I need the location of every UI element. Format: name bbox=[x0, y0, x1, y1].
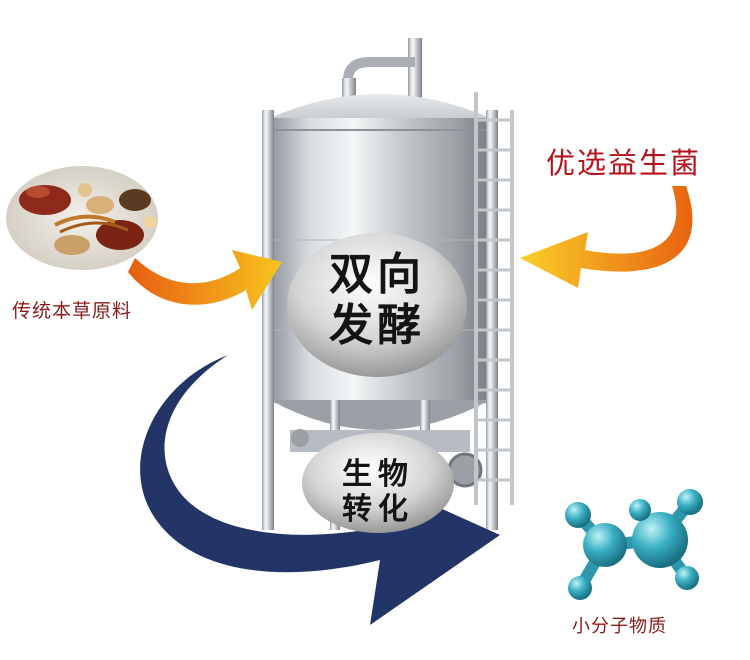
herbs-label: 传统本草原料 bbox=[12, 300, 133, 322]
herbs-image bbox=[6, 166, 158, 270]
probiotics-arrow bbox=[520, 186, 693, 288]
probiotics-label: 优选益生菌 bbox=[546, 146, 702, 180]
bio-badge-text: 生物 转化 bbox=[310, 457, 446, 527]
ferment-badge-text: 双向 发酵 bbox=[289, 249, 465, 351]
bio-line-1: 生物 bbox=[342, 457, 414, 492]
bio-line-2: 转化 bbox=[342, 491, 414, 527]
ferment-line-2: 发酵 bbox=[329, 299, 425, 351]
bio-conversion-badge bbox=[302, 433, 454, 533]
ferment-badge bbox=[287, 233, 467, 377]
conversion-arrow bbox=[140, 355, 500, 625]
herbs-arrow bbox=[128, 250, 282, 310]
molecule-icon bbox=[565, 489, 703, 600]
molecules-label: 小分子物质 bbox=[572, 616, 667, 637]
ferment-line-1: 双向 bbox=[329, 249, 425, 300]
